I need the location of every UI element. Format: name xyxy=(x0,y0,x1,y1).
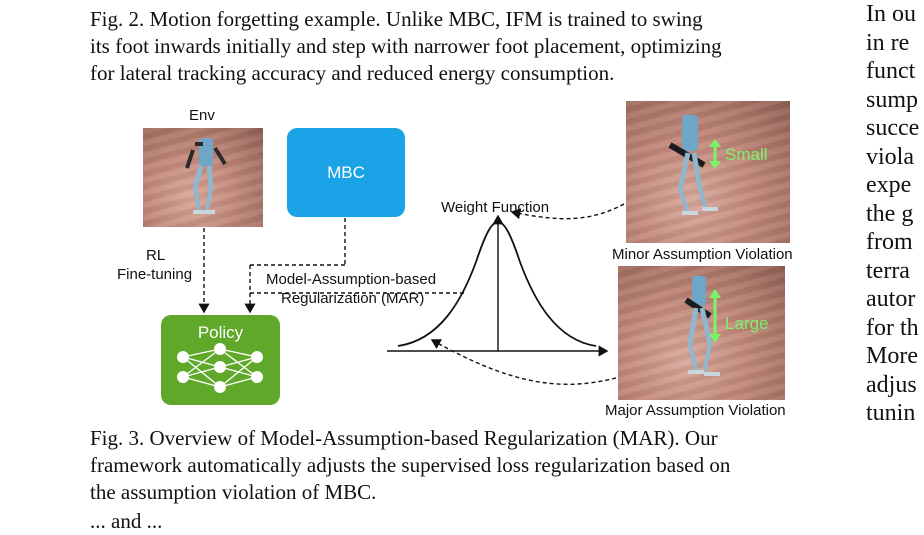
fig3-caption-line-1: Fig. 3. Overview of Model-Assumption-bas… xyxy=(90,425,824,452)
weight-function-curve xyxy=(398,222,596,346)
fig3-caption: Fig. 3. Overview of Model-Assumption-bas… xyxy=(90,425,824,506)
fig3-caption-line-3: the assumption violation of MBC. xyxy=(90,479,824,506)
fig3-caption-line-2: framework automatically adjusts the supe… xyxy=(90,452,824,479)
minor-to-curve-arrow xyxy=(512,204,624,219)
body-partial-text: ... and ... xyxy=(90,509,162,533)
major-to-curve-arrow xyxy=(432,340,616,384)
body-partial-line: ... and ... xyxy=(90,508,162,535)
